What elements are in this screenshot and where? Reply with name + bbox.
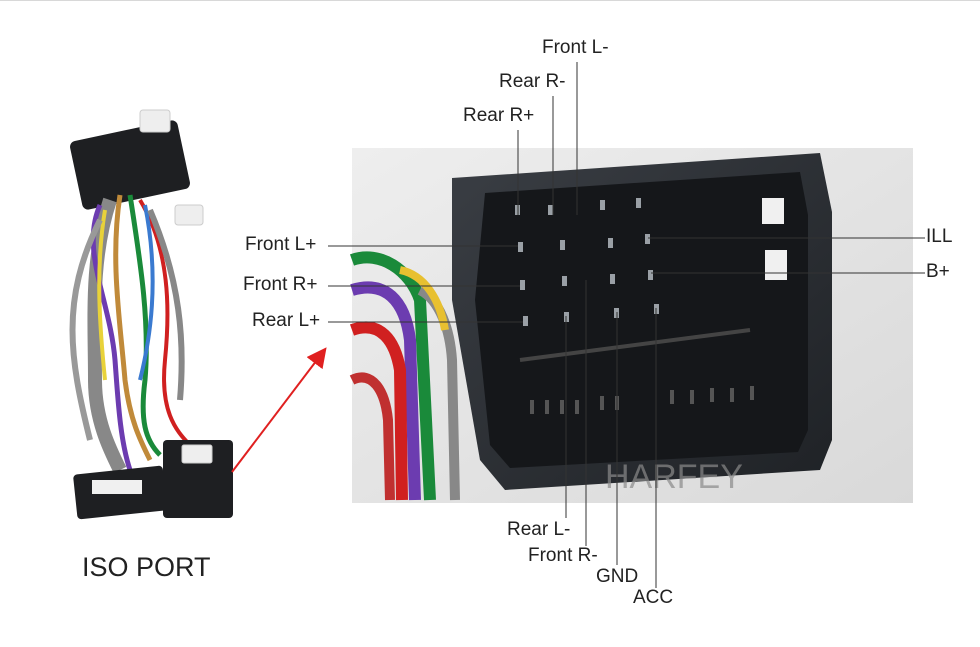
label-front-r-plus: Front R+ <box>243 274 318 295</box>
label-acc: ACC <box>633 587 674 608</box>
leader-lines <box>328 62 925 588</box>
label-rear-r-plus: Rear R+ <box>463 105 535 126</box>
label-rear-l-plus: Rear L+ <box>252 310 321 331</box>
connector-closeup <box>349 148 913 503</box>
watermark-text: HARFEY <box>605 458 743 496</box>
label-b-plus: B+ <box>926 261 950 282</box>
harness-illustration <box>69 109 233 520</box>
label-front-l-minus: Front L- <box>542 37 609 58</box>
label-gnd: GND <box>596 566 639 587</box>
label-front-l-plus: Front L+ <box>245 234 317 255</box>
label-rear-r-minus: Rear R- <box>499 71 566 92</box>
top-divider <box>0 0 980 1</box>
label-ill: ILL <box>926 226 953 247</box>
iso-port-caption: ISO PORT <box>82 552 211 582</box>
pointer-arrow <box>231 347 327 473</box>
label-rear-l-minus: Rear L- <box>507 519 571 540</box>
label-front-r-minus: Front R- <box>528 545 598 566</box>
